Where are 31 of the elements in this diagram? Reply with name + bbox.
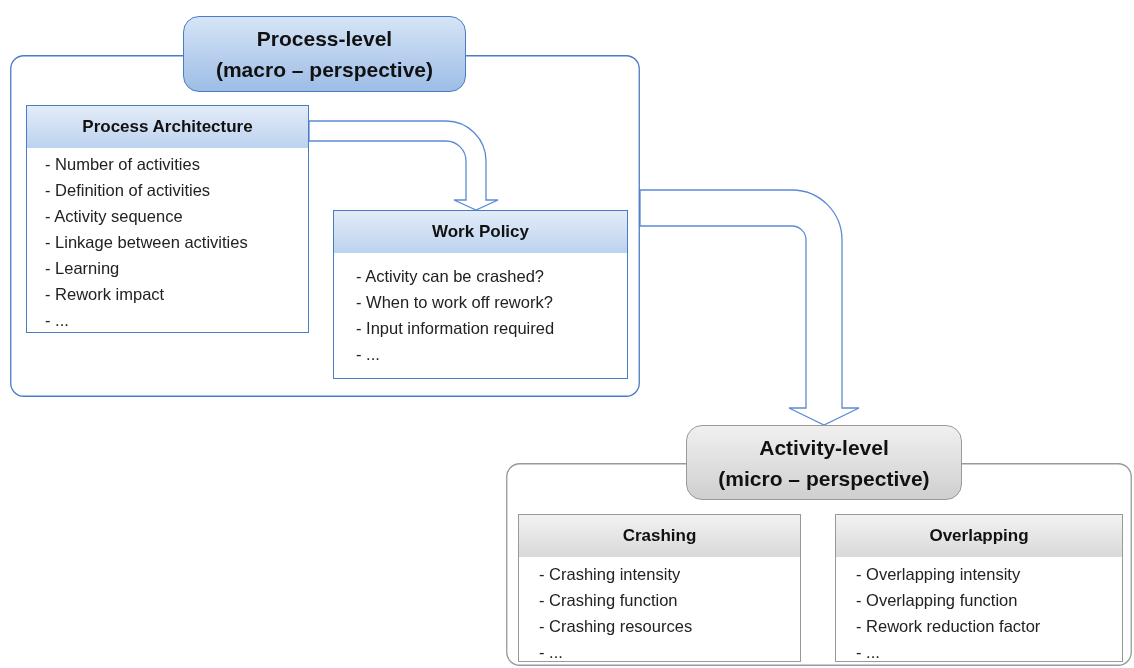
category-card — [333, 210, 628, 379]
list-item: - Crashing function — [539, 590, 678, 611]
list-item: - Crashing resources — [539, 616, 693, 637]
list-item: - ... — [356, 344, 380, 365]
list-item: - Linkage between activities — [45, 232, 248, 253]
list-item: - Overlapping intensity — [856, 564, 1021, 585]
list-item: - Rework reduction factor — [856, 616, 1041, 637]
list-item: - Activity can be crashed? — [356, 266, 544, 287]
list-item: - Crashing intensity — [539, 564, 681, 585]
card-heading: Overlapping — [836, 515, 1122, 557]
list-item: - Overlapping function — [856, 590, 1018, 611]
list-item: - Number of activities — [45, 154, 200, 175]
category-card — [26, 105, 309, 333]
card-heading: Crashing — [519, 515, 800, 557]
list-item: - Input information required — [356, 318, 555, 339]
list-item: - Activity sequence — [45, 206, 183, 227]
card-heading: Work Policy — [334, 211, 627, 253]
card-heading: Process Architecture — [27, 106, 308, 148]
block-arrow — [639, 189, 860, 426]
list-item: - Learning — [45, 258, 120, 279]
list-item: - ... — [856, 642, 880, 663]
block-arrow — [308, 120, 499, 211]
category-card — [835, 514, 1123, 662]
list-item: - Definition of activities — [45, 180, 211, 201]
list-item: - Rework impact — [45, 284, 165, 305]
list-item: - ... — [45, 310, 69, 331]
level-heading: Activity-level (micro – perspective) — [686, 425, 962, 500]
list-item: - ... — [539, 642, 563, 663]
category-card — [518, 514, 801, 662]
list-item: - When to work off rework? — [356, 292, 553, 313]
level-heading: Process-level (macro – perspective) — [183, 16, 466, 92]
